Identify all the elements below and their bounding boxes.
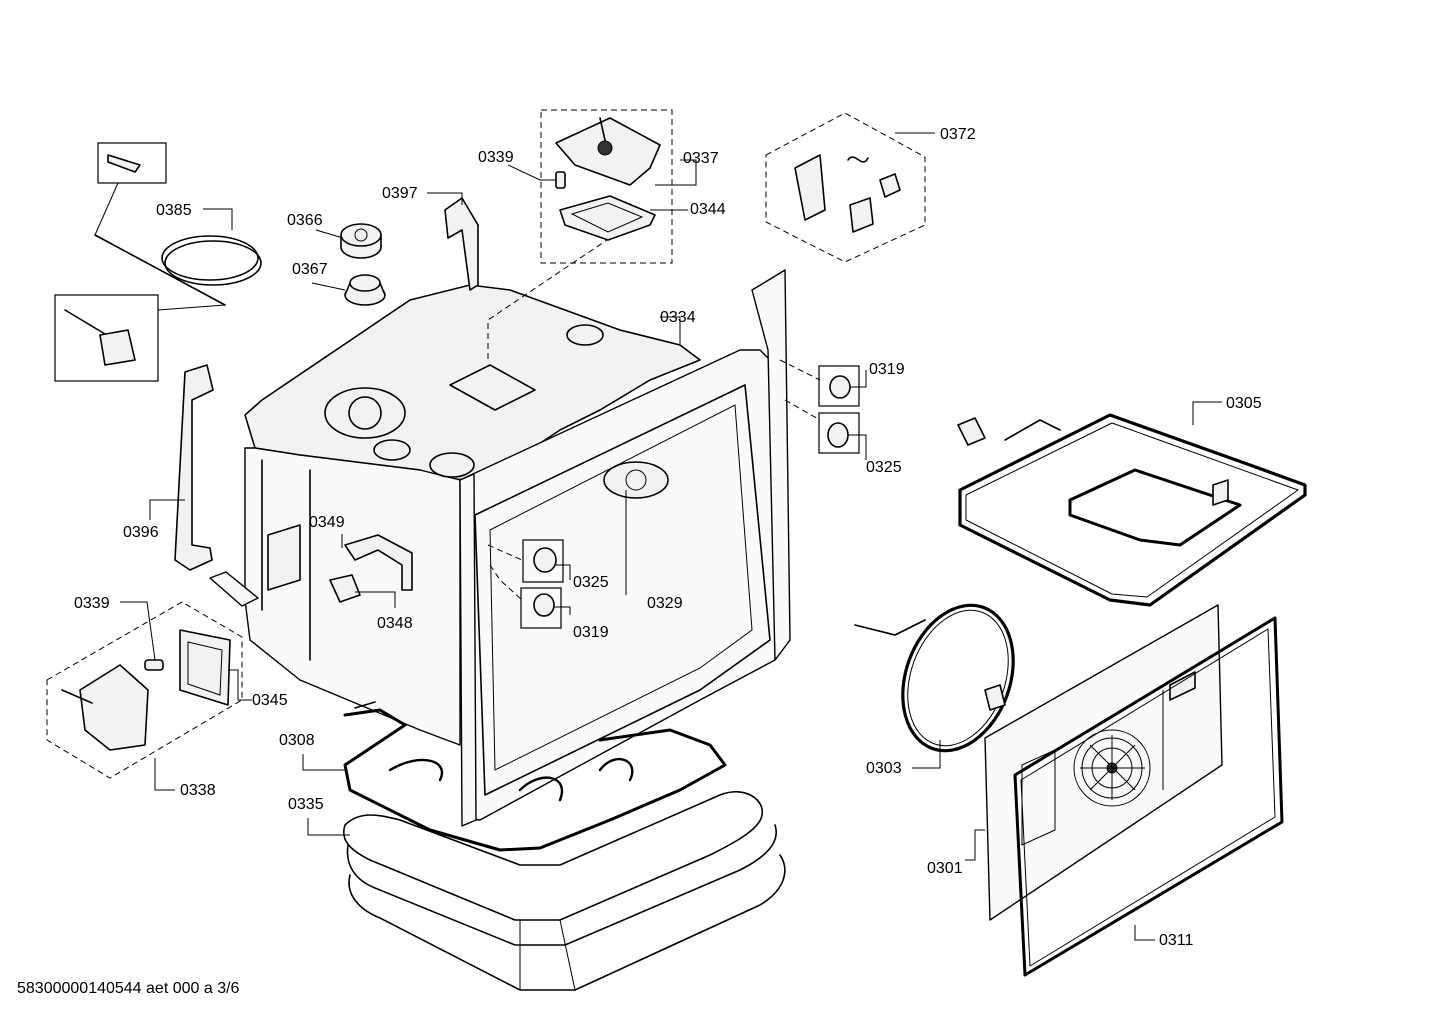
callout-0337: 0337	[683, 150, 719, 167]
callout-0349: 0349	[309, 514, 345, 531]
callout-0308: 0308	[279, 732, 315, 749]
grill-element-0305	[957, 413, 1307, 607]
door-gasket-0311	[1013, 616, 1284, 977]
back-panel-0301	[984, 604, 1223, 921]
latch-assembly-0337	[540, 109, 673, 264]
callout-0345: 0345	[252, 692, 288, 709]
insulation-0335	[343, 790, 786, 991]
ring-element-0303	[854, 603, 1015, 753]
callout-0334: 0334	[660, 309, 696, 326]
thermostat-assembly-0338	[46, 601, 243, 779]
lamp-0325-inner	[522, 539, 564, 583]
callout-0335: 0335	[288, 796, 324, 813]
callout-0303: 0303	[866, 760, 902, 777]
callout-0319-inner: 0319	[573, 624, 609, 641]
callout-0385: 0385	[156, 202, 192, 219]
knob-0366	[340, 223, 382, 259]
callout-0367: 0367	[292, 261, 328, 278]
lamp-0319-inner	[520, 587, 562, 629]
lamp-0319-top	[818, 365, 860, 407]
drawing-code: 58300000140544 aet 000 a 3/6	[17, 980, 240, 997]
callout-labels: 0385 0366 0367 0397 0339 0337 0344 0372 …	[74, 126, 1262, 949]
callout-0325-right: 0325	[866, 459, 902, 476]
callout-0329: 0329	[647, 595, 683, 612]
callout-0339-top: 0339	[478, 149, 514, 166]
knob-0367	[344, 274, 386, 306]
callout-0372: 0372	[940, 126, 976, 143]
callout-0344: 0344	[690, 201, 726, 218]
callout-0319-right: 0319	[869, 361, 905, 378]
callout-0348: 0348	[377, 615, 413, 632]
bracket-0397	[444, 197, 479, 291]
callout-0397: 0397	[382, 185, 418, 202]
callout-0396: 0396	[123, 524, 159, 541]
callout-0325-inner: 0325	[573, 574, 609, 591]
sensor-0348	[329, 574, 361, 603]
callout-0305: 0305	[1226, 395, 1262, 412]
callout-0338: 0338	[180, 782, 216, 799]
callout-0311: 0311	[1159, 932, 1194, 949]
bracket-0349	[344, 534, 413, 591]
leader-lines	[120, 132, 1222, 941]
callout-0301: 0301	[927, 860, 963, 877]
rail-0396	[174, 364, 214, 571]
lamp-0325-top	[818, 412, 860, 454]
callout-0339-left: 0339	[74, 595, 110, 612]
cable-0385	[54, 142, 262, 382]
callout-0366: 0366	[287, 212, 323, 229]
bottom-heater-0308	[343, 701, 727, 852]
switch-group-0372	[765, 112, 926, 263]
